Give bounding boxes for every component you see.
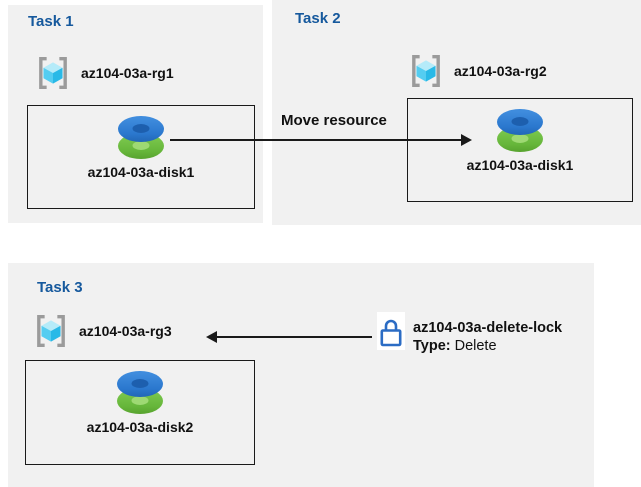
task2-disk-box: az104-03a-disk1: [407, 98, 633, 202]
task3-disk-box: az104-03a-disk2: [25, 360, 255, 465]
move-arrow-head: [461, 134, 472, 146]
move-resource-label: Move resource: [281, 112, 387, 129]
resource-group-icon: [412, 55, 440, 87]
task3-panel: Task 3 az104-03a-rg3 az104-03a-disk2 az1…: [8, 263, 594, 487]
lock-icon: [377, 312, 405, 350]
lock-type-value: Delete: [454, 338, 497, 354]
resource-group-label: az104-03a-rg3: [79, 323, 172, 339]
lock-glyph: [380, 319, 402, 346]
disk-label: az104-03a-disk1: [87, 164, 195, 180]
lock-type: Type:Delete: [413, 337, 562, 355]
disk-label: az104-03a-disk2: [86, 419, 194, 435]
resource-group-icon: [39, 57, 67, 89]
task3-title: Task 3: [37, 279, 83, 296]
task3-resource-group: az104-03a-rg3: [33, 313, 172, 349]
lock-name: az104-03a-delete-lock: [413, 320, 563, 336]
disk-icon: [118, 116, 164, 160]
resource-group-label: az104-03a-rg1: [81, 65, 174, 81]
resource-group-icon: [37, 315, 65, 347]
lock-arrow-line: [214, 336, 372, 338]
task1-resource-group: az104-03a-rg1: [35, 55, 174, 91]
lock-text: az104-03a-delete-lock Type:Delete: [413, 319, 562, 355]
lock-arrow-head: [206, 331, 217, 343]
disk-icon: [497, 109, 543, 153]
disk-label: az104-03a-disk1: [466, 157, 574, 173]
lock-type-label: Type:: [413, 338, 451, 354]
task1-title: Task 1: [28, 13, 74, 30]
disk-icon: [117, 371, 163, 415]
resource-group-label: az104-03a-rg2: [454, 63, 547, 79]
task2-title: Task 2: [295, 10, 341, 27]
move-arrow-line: [170, 139, 462, 141]
task2-panel: Task 2 az104-03a-rg2 az104-03a-disk1: [272, 0, 641, 225]
task2-resource-group: az104-03a-rg2: [408, 53, 547, 89]
task1-disk-box: az104-03a-disk1: [27, 105, 255, 209]
task1-panel: Task 1 az104-03a-rg1 az104-03a-disk1: [8, 5, 263, 223]
